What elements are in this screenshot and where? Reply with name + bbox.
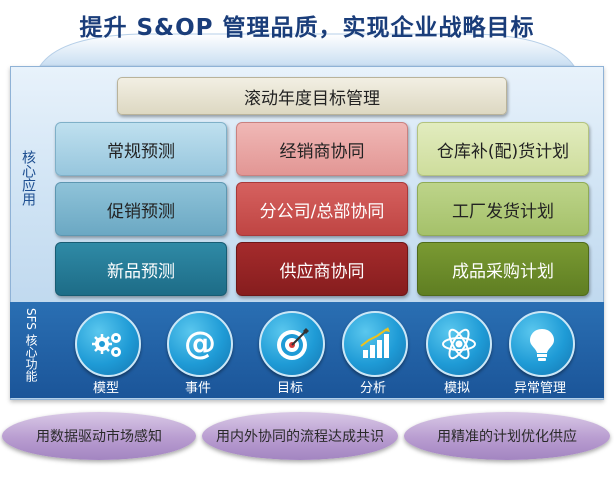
roof-banner <box>39 33 575 67</box>
grid-cell-routine-forecast: 常规预测 <box>55 122 227 176</box>
lightbulb-icon <box>509 311 575 377</box>
sfs-core-function-label: SFS 核心功能 <box>24 308 38 382</box>
ellipse-precise-plan-supply: 用精准的计划优化供应 <box>404 412 610 460</box>
page-title: 提升 S&OP 管理品质，实现企业战略目标 <box>79 15 535 41</box>
svg-text:@: @ <box>184 324 216 362</box>
function-label-exception: 异常管理 <box>513 381 566 396</box>
grid-cell-promotion-forecast: 促销预测 <box>55 182 227 236</box>
rolling-annual-target-box: 滚动年度目标管理 <box>117 77 507 115</box>
grid-cell-dealer-collaboration: 经销商协同 <box>236 122 408 176</box>
grid-cell-finished-goods-purchase: 成品采购计划 <box>417 242 589 296</box>
function-label-target: 目标 <box>276 381 303 396</box>
grid-cell-factory-shipment-plan: 工厂发货计划 <box>417 182 589 236</box>
bar-chart-icon <box>342 311 408 377</box>
grid-cell-supplier-collaboration: 供应商协同 <box>236 242 408 296</box>
function-label-event: 事件 <box>184 381 211 396</box>
grid-cell-warehouse-replenishment: 仓库补(配)货计划 <box>417 122 589 176</box>
function-label-simulation: 模拟 <box>443 381 470 396</box>
function-label-model: 模型 <box>92 381 119 396</box>
atom-icon <box>426 311 492 377</box>
grid-cell-new-product-forecast: 新品预测 <box>55 242 227 296</box>
core-application-label: 核心应用 <box>20 150 36 206</box>
ellipse-data-driven-market: 用数据驱动市场感知 <box>2 412 196 460</box>
grid-cell-branch-hq-collaboration: 分公司/总部协同 <box>236 182 408 236</box>
target-icon <box>259 311 325 377</box>
function-label-analysis: 分析 <box>359 381 386 396</box>
at-sign-icon: @ <box>167 311 233 377</box>
ellipse-internal-external-collaboration: 用内外协同的流程达成共识 <box>202 412 398 460</box>
gears-icon <box>75 311 141 377</box>
